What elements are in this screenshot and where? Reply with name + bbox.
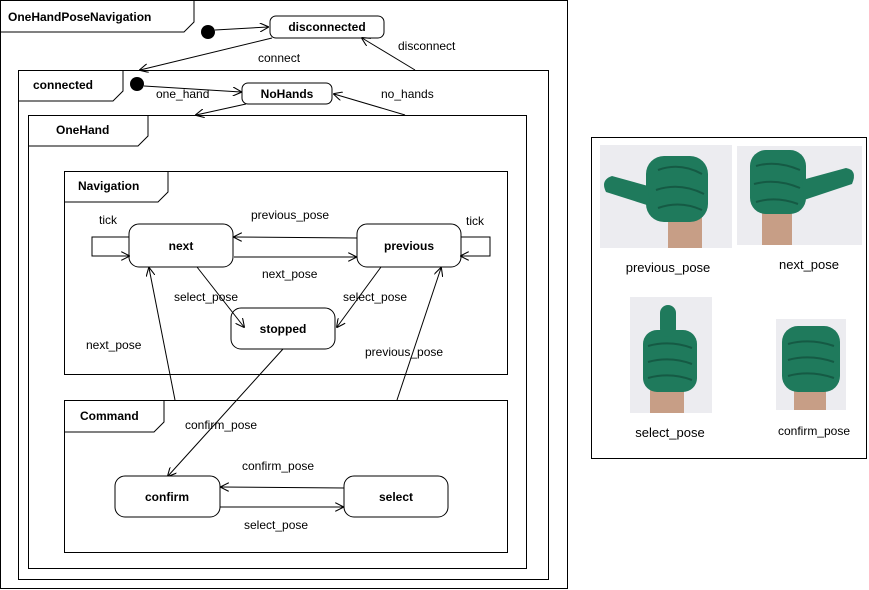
frame-title-navigation: Navigation <box>78 179 139 193</box>
label-previous-pose-right: previous_pose <box>365 345 443 359</box>
transition-next-pose-left <box>149 268 176 401</box>
label-disconnect: disconnect <box>398 39 456 53</box>
svg-text:previous: previous <box>384 239 434 253</box>
state-confirm[interactable]: confirm <box>114 475 221 518</box>
photo-next-pose <box>737 146 862 245</box>
transition-disconnect <box>362 38 416 71</box>
transition-connect <box>140 37 273 70</box>
frame-title-command: Command <box>80 409 139 423</box>
label-no-hands: no_hands <box>381 87 434 101</box>
frame-connected: connected <box>18 70 549 580</box>
caption-next-pose: next_pose <box>779 257 839 272</box>
label-select-pose-right: select_pose <box>343 290 407 304</box>
state-next[interactable]: next <box>128 223 234 268</box>
frame-title-outer: OneHandPoseNavigation <box>8 10 151 24</box>
state-select[interactable]: select <box>343 475 449 518</box>
transition-select-pose-right <box>337 266 382 327</box>
caption-confirm-pose: confirm_pose <box>778 424 850 438</box>
label-confirm-pose-down: confirm_pose <box>185 418 257 432</box>
label-tick-left: tick <box>99 213 118 227</box>
transition-no-hands <box>334 94 406 116</box>
svg-text:select: select <box>379 490 413 504</box>
transition-one-hand <box>196 103 247 115</box>
label-previous-pose-top: previous_pose <box>251 208 329 222</box>
gesture-panel: previous_pose next_pose select_pose <box>591 137 867 459</box>
frame-command: Command <box>64 400 508 553</box>
label-confirm-pose-cmd: confirm_pose <box>242 459 314 473</box>
photo-previous-pose <box>600 145 732 248</box>
transition-confirm-pose-cmd <box>221 487 345 488</box>
label-connect: connect <box>258 51 301 65</box>
photo-confirm-pose <box>776 319 846 410</box>
svg-text:stopped: stopped <box>260 322 307 336</box>
state-nohands[interactable]: NoHands <box>241 82 333 105</box>
label-next-pose-mid: next_pose <box>262 267 318 281</box>
svg-text:NoHands: NoHands <box>261 87 314 101</box>
initial-pseudostate-connected <box>130 77 144 91</box>
frame-onehandposenavigation: OneHandPoseNavigation <box>0 0 568 589</box>
transition-previous-pose-top <box>234 237 358 238</box>
label-next-pose-left: next_pose <box>86 338 142 352</box>
frame-navigation: Navigation <box>64 171 508 375</box>
photo-select-pose <box>630 297 712 413</box>
frame-title-onehand: OneHand <box>56 123 109 137</box>
state-previous[interactable]: previous <box>356 223 462 268</box>
state-stopped[interactable]: stopped <box>230 307 336 350</box>
caption-previous-pose: previous_pose <box>626 260 711 275</box>
transition-tick-right <box>461 236 491 256</box>
svg-text:disconnected: disconnected <box>288 20 365 34</box>
caption-select-pose: select_pose <box>635 425 704 440</box>
frame-title-connected: connected <box>33 78 93 92</box>
svg-text:confirm: confirm <box>145 490 189 504</box>
label-tick-right: tick <box>466 214 485 228</box>
transition-tick-left <box>91 236 129 256</box>
frame-onehand: OneHand <box>28 115 527 569</box>
label-select-pose-cmd: select_pose <box>244 518 308 532</box>
svg-text:next: next <box>169 239 194 253</box>
initial-transition-connected <box>143 85 241 92</box>
transition-confirm-pose-down <box>168 348 284 476</box>
initial-transition-outer <box>214 27 268 30</box>
label-one-hand: one_hand <box>156 87 209 101</box>
transition-select-pose-left <box>196 266 244 327</box>
initial-pseudostate-outer <box>201 25 215 39</box>
transition-previous-pose-right <box>396 268 441 401</box>
state-disconnected[interactable]: disconnected <box>269 15 385 39</box>
label-select-pose-left: select_pose <box>174 290 238 304</box>
